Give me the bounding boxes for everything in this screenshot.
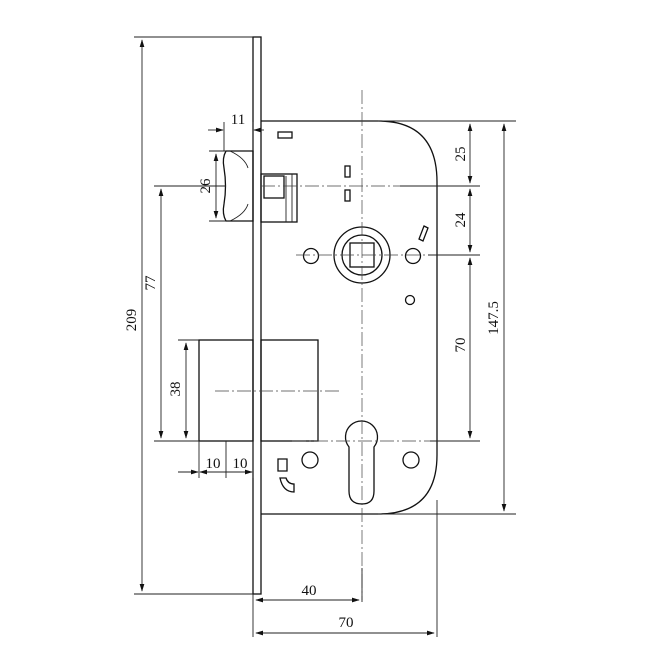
latch-bolt: [222, 150, 298, 223]
dimension-lines: [139, 39, 507, 636]
dim-backset: 40: [302, 583, 317, 599]
dim-latch-to-handle: 24: [453, 212, 469, 228]
cylinder-hole: [277, 420, 420, 505]
dim-latch-projection: 11: [231, 112, 245, 128]
faceplate: [252, 36, 262, 595]
dim-handle-to-cylinder: 70: [453, 338, 469, 353]
dim-deadbolt-offset-b: 10: [233, 456, 248, 472]
lock-body: [261, 120, 438, 515]
extension-lines: [134, 36, 516, 637]
dim-latch-height: 26: [198, 178, 214, 194]
dim-top-to-latch: 25: [453, 147, 469, 162]
top-slot: [277, 131, 293, 139]
dim-body-height: 147.5: [486, 301, 502, 335]
dim-faceplate-height: 209: [124, 309, 140, 332]
deadbolt: [198, 339, 319, 442]
dim-deadbolt-height: 38: [168, 382, 184, 397]
slot-lower: [344, 189, 351, 202]
small-angled-slot: [418, 225, 429, 242]
dim-body-depth: 70: [339, 615, 354, 631]
dim-latch-to-cylinder: 77: [143, 275, 159, 291]
slot-upper: [344, 165, 351, 178]
dim-deadbolt-offset-a: 10: [206, 456, 221, 472]
